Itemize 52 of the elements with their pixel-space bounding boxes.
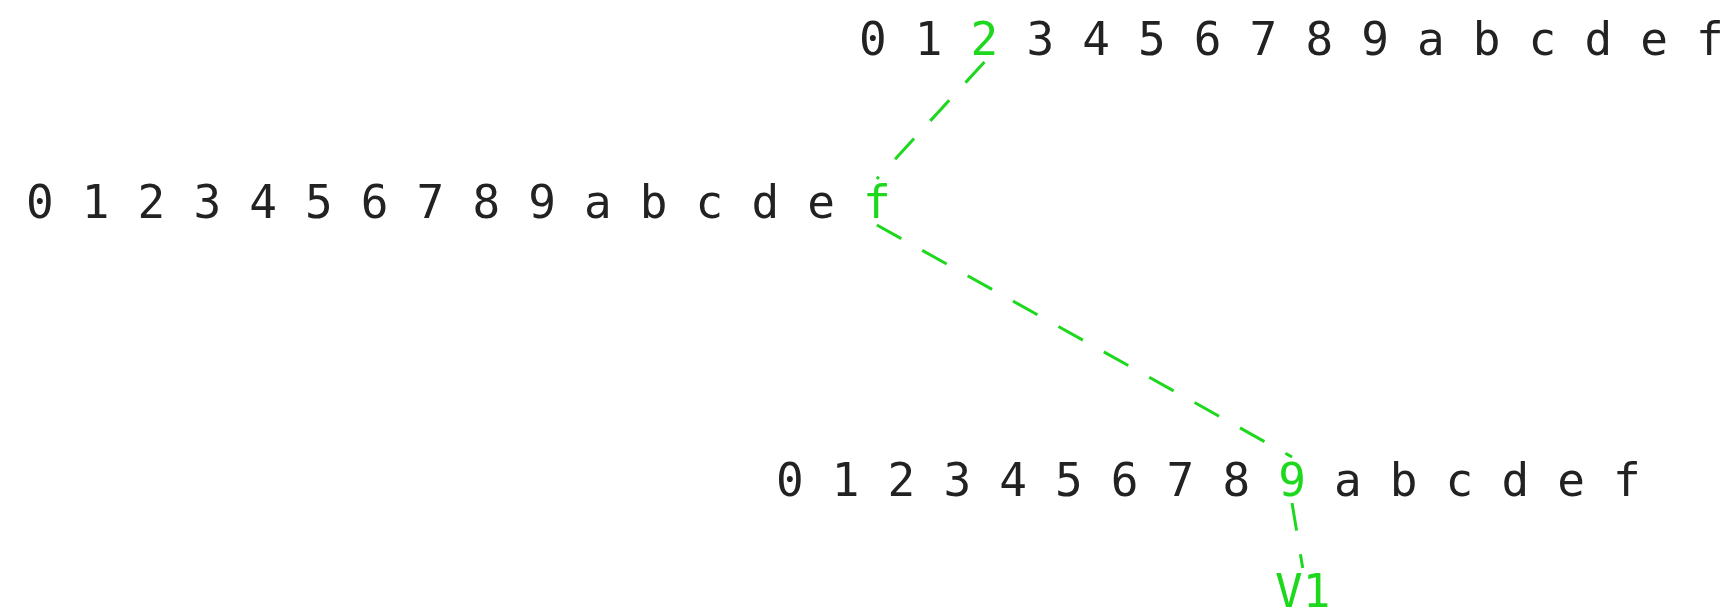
hex-digit: c [1445,457,1474,503]
hex-digit: 2 [137,179,166,225]
hex-digit: 4 [1082,16,1110,62]
hex-digit: e [1640,16,1668,62]
highlighted-digit: 9 [1278,457,1306,503]
dashed-connector [876,223,1293,459]
highlighted-digit: f [863,179,891,225]
hex-digit: d [751,179,780,225]
hex-digit: d [1501,457,1530,503]
highlighted-digit: 2 [970,16,999,62]
hex-digit: f [1696,16,1724,62]
hex-digit: 7 [1249,16,1278,62]
hex-digit: 1 [831,457,860,503]
hex-digit: e [1557,457,1585,503]
hex-digit: 0 [859,16,887,62]
hex-digit: 0 [26,179,54,225]
hex-digit: d [1584,16,1613,62]
hex-digit: 6 [1110,457,1139,503]
hex-digit: 8 [1305,16,1334,62]
hex-digit: 9 [1361,16,1389,62]
hex-digit: 5 [305,179,333,225]
hex-digit: 4 [249,179,277,225]
hex-digit: 1 [81,179,110,225]
hex-digit: 5 [1055,457,1083,503]
hex-digit: 8 [1222,457,1251,503]
hex-digit: b [639,179,668,225]
hex-digit: 7 [416,179,445,225]
hex-digit: c [1528,16,1557,62]
dashed-connector [875,61,986,180]
hex-digit: 2 [887,457,916,503]
hex-digit: 3 [943,457,972,503]
hex-digit: 6 [360,179,389,225]
hex-digit: b [1472,16,1501,62]
hex-digit: 8 [472,179,501,225]
hex-digit: 7 [1166,457,1195,503]
hex-digit: 6 [1193,16,1222,62]
hex-digit: 0 [776,457,804,503]
hex-digit: a [584,179,612,225]
hex-digit: 9 [528,179,556,225]
hex-digit: e [807,179,835,225]
hex-digit: b [1389,457,1418,503]
hex-digit: c [695,179,724,225]
hex-digit: a [1417,16,1445,62]
node-label: V1 [1275,568,1331,614]
dashed-connector [1290,502,1305,569]
hex-digit: 5 [1138,16,1166,62]
hex-digit: 4 [999,457,1027,503]
hex-digit: f [1613,457,1641,503]
hex-digit: 1 [914,16,943,62]
hex-digit: a [1334,457,1362,503]
hex-digit: 3 [193,179,222,225]
hex-digit: 3 [1026,16,1055,62]
